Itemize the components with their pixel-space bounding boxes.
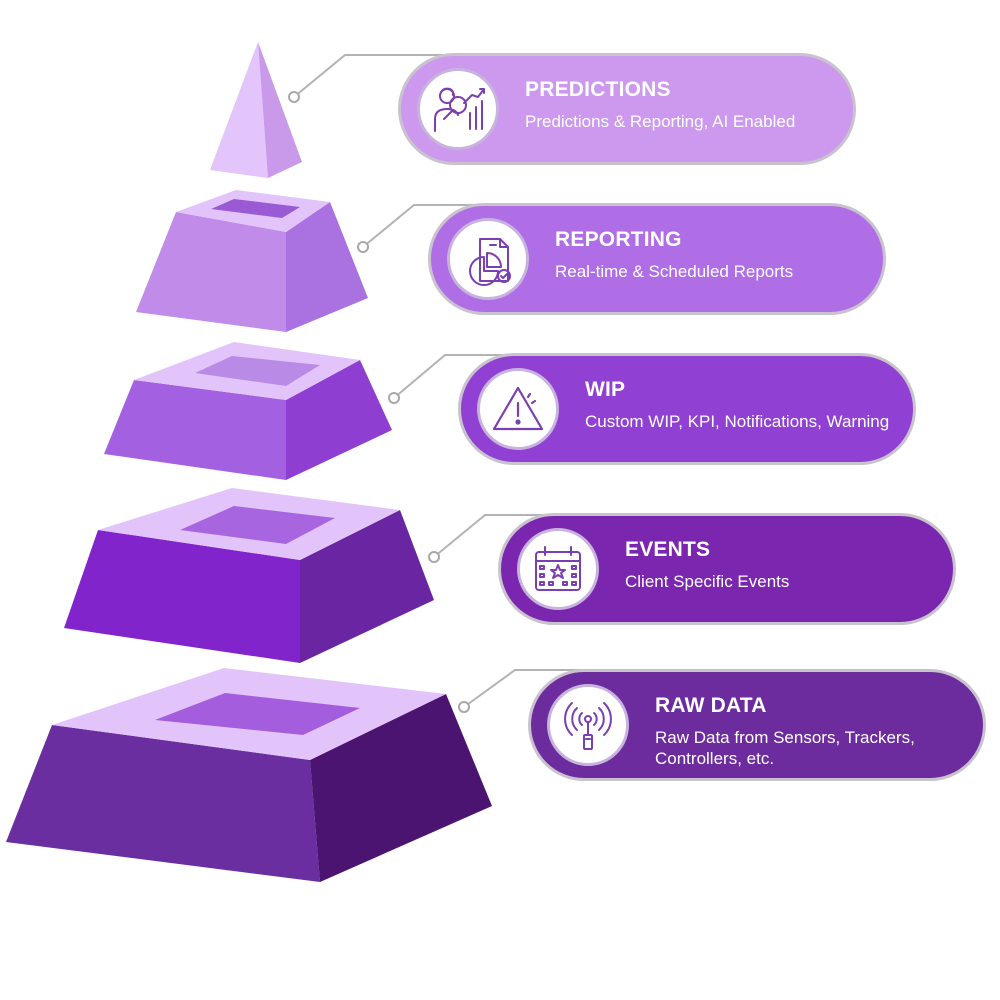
connector-dot-raw-data [458,701,470,713]
tier-title: EVENTS [625,538,711,561]
tier-title: PREDICTIONS [525,78,671,101]
report-chart-icon [447,218,529,300]
tier-card-predictions: PREDICTIONS Predictions & Reporting, AI … [398,53,856,165]
connector-raw-data [463,669,590,708]
analytics-person-icon [417,68,499,150]
pyramid-tier-predictions [210,42,302,178]
warning-triangle-icon [477,368,559,450]
connector-dot-wip [388,392,400,404]
connector-dot-events [428,551,440,563]
connector-dot-reporting [357,241,369,253]
tier-description: Custom WIP, KPI, Notifications, Warning [585,412,890,431]
tier-title: WIP [585,378,626,401]
pyramid-tier-wip [104,342,392,480]
calendar-star-icon [517,528,599,610]
tier-card-events: EVENTS Client Specific Events [498,513,956,625]
tier-card-raw-data: RAW DATA Raw Data from Sensors, Trackers… [528,669,986,781]
connector-dot-predictions [288,91,300,103]
tier-title: RAW DATA [655,694,767,717]
pyramid-tier-events [64,488,434,663]
tier-description: Raw Data from Sensors, Trackers, Control… [655,728,915,768]
connector-predictions [293,54,450,98]
tier-title: REPORTING [555,228,682,251]
pyramid-tier-raw-data [6,668,492,882]
tier-card-reporting: REPORTING Real-time & Scheduled Reports [428,203,886,315]
tier-description: Real-time & Scheduled Reports [555,262,794,281]
tier-description: Predictions & Reporting, AI Enabled [525,112,796,131]
tier-description: Client Specific Events [625,572,790,591]
sensor-signal-icon [547,684,629,766]
tier-card-wip: WIP Custom WIP, KPI, Notifications, Warn… [458,353,916,465]
pyramid-tier-reporting [136,190,368,332]
